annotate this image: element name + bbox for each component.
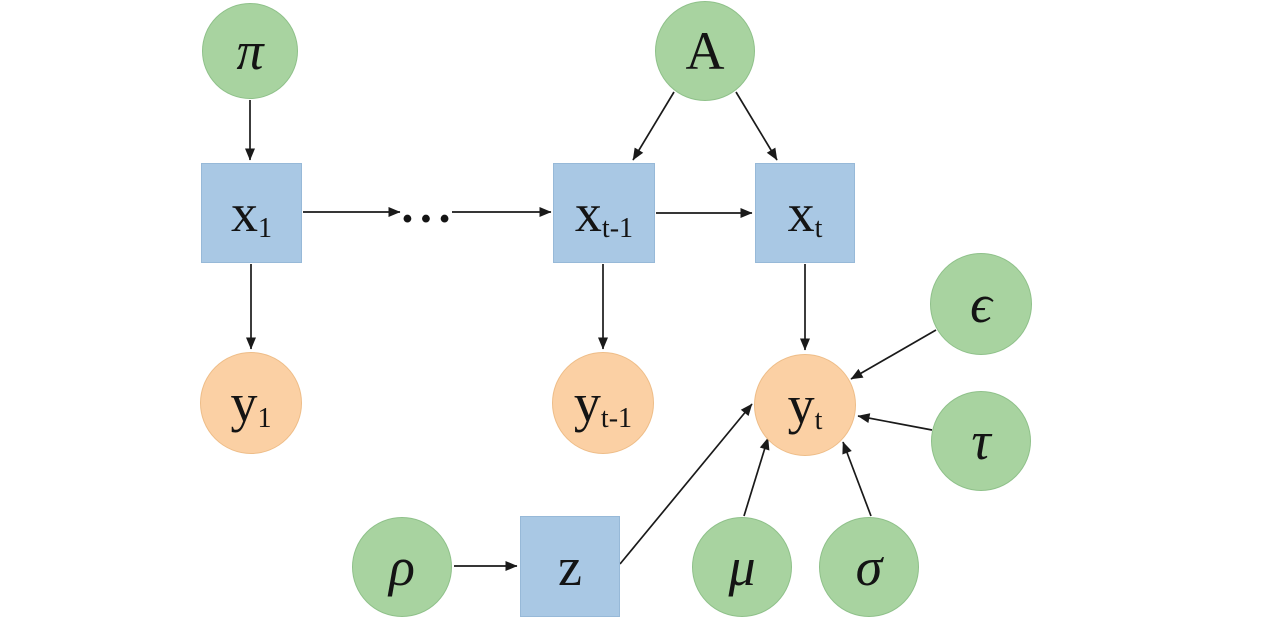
node-pi: π: [202, 3, 298, 99]
node-rho-label: ρ: [389, 537, 415, 597]
node-z-label: z: [558, 536, 582, 597]
node-x1-subscript: 1: [257, 213, 273, 245]
node-mu-label: μ: [728, 537, 756, 597]
node-y1-label: y: [230, 373, 258, 433]
node-epsilon-label: ϵ: [970, 274, 992, 334]
node-sigma-label: σ: [855, 537, 883, 597]
node-x1: x1: [201, 163, 302, 263]
node-pi-label: π: [236, 21, 264, 81]
edge-sigma-yt: [842, 441, 872, 517]
edge-A-xt: [735, 91, 778, 161]
node-A-label: A: [685, 21, 725, 81]
node-y1: y1: [200, 352, 302, 454]
node-yt-label: y: [787, 375, 815, 435]
node-tau-label: τ: [971, 411, 991, 471]
node-yt-1-subscript: t-1: [600, 403, 633, 435]
node-yt-1: yt-1: [552, 352, 654, 454]
node-epsilon: ϵ: [930, 253, 1032, 355]
edge-epsilon-yt: [850, 329, 937, 380]
node-xt-label: x: [787, 183, 815, 243]
node-tau: τ: [931, 391, 1031, 491]
node-yt-subscript: t: [814, 405, 823, 437]
node-x1-label: x: [230, 183, 258, 243]
node-z: z: [520, 516, 620, 617]
node-xt: xt: [755, 163, 855, 263]
node-xt-1-subscript: t-1: [601, 213, 634, 245]
node-xt-1-label: x: [574, 183, 602, 243]
node-sigma: σ: [819, 517, 919, 617]
node-y1-subscript: 1: [257, 403, 272, 435]
node-mu: μ: [692, 517, 792, 617]
ellipsis-between-states: ...: [400, 183, 456, 232]
edge-A-xt1: [632, 91, 675, 161]
node-yt: yt: [754, 354, 856, 456]
node-rho: ρ: [352, 517, 452, 617]
node-yt-1-label: y: [573, 373, 601, 433]
node-xt-subscript: t: [814, 213, 823, 245]
edge-tau-yt: [857, 413, 933, 431]
node-xt-1: xt-1: [553, 163, 655, 263]
node-A: A: [655, 1, 755, 101]
edge-mu-yt: [743, 437, 770, 517]
